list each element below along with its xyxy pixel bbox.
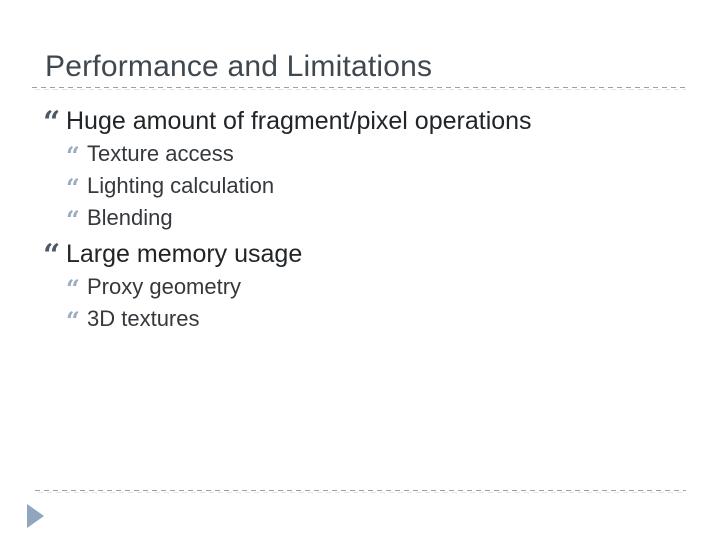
- bullet-text: Lighting calculation: [87, 173, 275, 198]
- bullet-text: Proxy geometry: [87, 274, 242, 299]
- sub-bullet-list: “ Proxy geometry “ 3D textures: [66, 271, 683, 335]
- sub-bullet-list: “ Texture access “ Lighting calculation …: [66, 138, 683, 234]
- play-triangle-icon: [27, 504, 44, 528]
- bullet-item-level2: “ Proxy geometry: [66, 271, 683, 303]
- bullet-item-level1: “ Huge amount of fragment/pixel operatio…: [43, 104, 683, 138]
- bullet-text: Huge amount of fragment/pixel operations: [66, 107, 532, 135]
- bullet-item-level2: “ Lighting calculation: [66, 170, 683, 202]
- quote-bullet-icon: “: [66, 205, 80, 234]
- quote-bullet-icon: “: [66, 306, 80, 335]
- quote-bullet-icon: “: [66, 274, 80, 303]
- quote-bullet-icon: “: [43, 105, 60, 140]
- slide-body: “ Huge amount of fragment/pixel operatio…: [43, 104, 683, 335]
- bullet-text: 3D textures: [87, 306, 200, 331]
- bullet-item-level2: “ Blending: [66, 202, 683, 234]
- bullet-item-level1: “ Large memory usage: [43, 237, 683, 271]
- slide-title: Performance and Limitations: [45, 50, 433, 83]
- bullet-text: Texture access: [87, 141, 234, 166]
- bullet-item-level2: “ Texture access: [66, 138, 683, 170]
- quote-bullet-icon: “: [43, 238, 60, 273]
- quote-bullet-icon: “: [66, 141, 80, 170]
- bullet-text: Blending: [87, 205, 173, 230]
- title-divider-dashed-line: [32, 87, 686, 91]
- quote-bullet-icon: “: [66, 173, 80, 202]
- bullet-text: Large memory usage: [66, 240, 303, 268]
- bullet-item-level2: “ 3D textures: [66, 303, 683, 335]
- footer-divider-dashed-line: [35, 490, 686, 494]
